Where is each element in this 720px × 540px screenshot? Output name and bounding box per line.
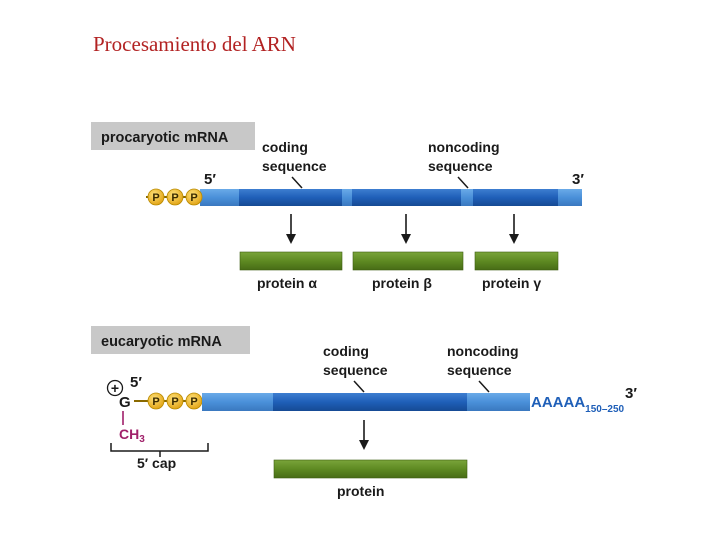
positive-charge-sign: + [111, 380, 119, 396]
protein-beta-label: protein β [372, 275, 432, 291]
prokaryote-coding-pointer [291, 176, 303, 189]
prokaryote-coding-label: coding [262, 139, 308, 155]
eukaryote-utr-3 [467, 393, 530, 411]
arrow-down-icon [359, 440, 369, 450]
eukaryote-label-box [91, 326, 250, 354]
eukaryote-mrna-strand [202, 393, 530, 411]
eukaryote-protein-bar [273, 459, 468, 479]
cap-bracket [110, 443, 209, 452]
phosphate-label: P [171, 396, 178, 408]
eukaryote-protein-label: protein [337, 483, 384, 499]
prokaryote-utr-5 [200, 189, 239, 206]
eukaryote-coding-label: coding [323, 343, 369, 359]
eukaryote-utr-5 [202, 393, 273, 411]
cap-guanine: G [119, 394, 131, 411]
prokaryote-mrna-strand [200, 189, 582, 206]
eukaryote-noncoding-label-line2: sequence [447, 362, 512, 378]
arrow-down-icon [286, 234, 296, 244]
prokaryote-utr-3 [558, 189, 582, 206]
methyl-group: CH3 [119, 426, 145, 445]
prokaryote-translation-arrows [286, 214, 519, 244]
prokaryote-spacer-2 [461, 189, 473, 206]
poly-a-tail: AAAAA150–250 [531, 394, 625, 415]
prokaryote-coding-segment-gamma [473, 189, 558, 206]
prokaryote-noncoding-pointer [457, 176, 469, 189]
eukaryote-noncoding-label: noncoding [447, 343, 519, 359]
eukaryote-three-prime: 3′ [625, 385, 637, 402]
eukaryote-noncoding-pointer [478, 380, 490, 393]
phosphate-icon [166, 392, 184, 410]
cap-label: 5′ cap [137, 455, 176, 471]
phosphate-icon [147, 188, 165, 206]
phosphate-label: P [171, 192, 178, 204]
eukaryote-coding-label-line2: sequence [323, 362, 388, 378]
page-title: Procesamiento del ARN [93, 32, 296, 56]
phosphate-label: P [190, 192, 197, 204]
positive-charge-icon [106, 379, 124, 397]
protein-beta-bar [352, 251, 464, 271]
prokaryote-noncoding-label: noncoding [428, 139, 500, 155]
phosphate-label: P [190, 396, 197, 408]
prokaryote-five-prime: 5′ [204, 171, 216, 188]
prokaryote-coding-segment-beta [352, 189, 461, 206]
protein-alpha-bar [239, 251, 343, 271]
eukaryote-translation-arrow [359, 420, 369, 450]
eukaryote-five-prime: 5′ [130, 374, 142, 391]
prokaryote-noncoding-label-line2: sequence [428, 158, 493, 174]
eukaryote-label: eucaryotic mRNA [101, 334, 222, 350]
prokaryote-label: procaryotic mRNA [101, 130, 229, 146]
protein-gamma-label: protein γ [482, 275, 541, 291]
arrow-down-icon [401, 234, 411, 244]
prokaryote-triphosphate: P P P [146, 188, 203, 206]
eukaryote-cap-structure: + 5′ G CH3 P P P 5′ cap [106, 374, 209, 471]
eukaryote-coding-pointer [353, 380, 365, 393]
phosphate-icon [185, 188, 203, 206]
phosphate-icon [166, 188, 184, 206]
prokaryote-label-box [91, 122, 255, 150]
phosphate-label: P [152, 396, 159, 408]
prokaryote-spacer-1 [342, 189, 352, 206]
prokaryote-coding-label-line2: sequence [262, 158, 327, 174]
protein-alpha-label: protein α [257, 275, 317, 291]
arrow-down-icon [509, 234, 519, 244]
phosphate-label: P [152, 192, 159, 204]
protein-gamma-bar [474, 251, 559, 271]
prokaryote-three-prime: 3′ [572, 171, 584, 188]
eukaryote-coding-segment [273, 393, 467, 411]
prokaryote-coding-segment-alpha [239, 189, 342, 206]
phosphate-icon [147, 392, 165, 410]
